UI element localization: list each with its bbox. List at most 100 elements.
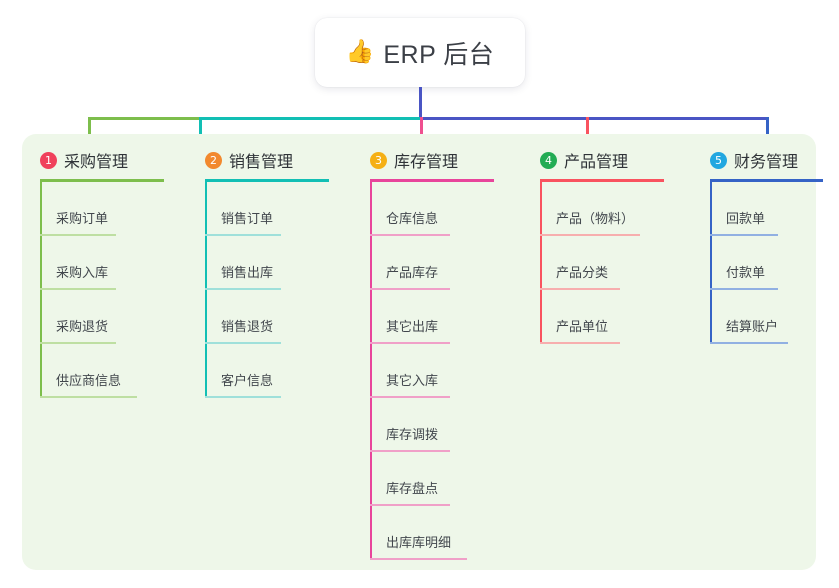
branch-item[interactable]: 其它入库 [352, 344, 507, 398]
branch-stem [370, 182, 372, 560]
branch-number-badge: 3 [370, 151, 387, 169]
bus-teal [199, 117, 421, 120]
root-node-content: 👍 ERP 后台 [346, 35, 495, 71]
branch-item-underline [370, 558, 467, 560]
branch-column-product: 4 产品管理产品（物料） 产品分类产品单位 [522, 145, 677, 344]
branch-column-finance: 5 财务管理回款单付款单结算账户 [692, 145, 823, 344]
branch-item-underline [370, 342, 450, 344]
branch-title: 销售管理 [229, 154, 294, 171]
branch-item[interactable]: 客户信息 [187, 344, 337, 398]
branch-item[interactable]: 产品分类 [522, 236, 677, 290]
branch-item[interactable]: 产品单位 [522, 290, 677, 344]
branch-header-inventory[interactable]: 3 库存管理 [352, 145, 507, 175]
branch-item[interactable]: 采购订单 [22, 182, 172, 236]
branch-column-sales: 2 销售管理销售订单销售出库销售退货客户信息 [187, 145, 337, 398]
branch-items: 仓库信息产品库存其它出库其它入库库存调拨库存盘点出库库明细 [352, 182, 507, 560]
branch-item-label: 产品（物料） [556, 211, 635, 226]
branch-item[interactable]: 销售退货 [187, 290, 337, 344]
branch-underline [370, 179, 494, 182]
branch-title: 产品管理 [564, 154, 629, 171]
branch-underline [710, 179, 823, 182]
drop-finance [766, 117, 769, 145]
branch-item[interactable]: 库存盘点 [352, 452, 507, 506]
branch-item[interactable]: 出库库明细 [352, 506, 507, 560]
branch-number-badge: 5 [710, 151, 727, 169]
drop-inventory [420, 117, 423, 145]
branch-items: 销售订单销售出库销售退货客户信息 [187, 182, 337, 398]
branch-item[interactable]: 仓库信息 [352, 182, 507, 236]
branch-item-underline [540, 342, 620, 344]
branch-title: 库存管理 [394, 154, 459, 171]
branch-title: 财务管理 [734, 154, 799, 171]
branch-item-label: 销售退货 [221, 319, 274, 334]
branch-item-label: 其它出库 [386, 319, 439, 334]
branch-item[interactable]: 产品库存 [352, 236, 507, 290]
branch-item[interactable]: 其它出库 [352, 290, 507, 344]
branch-item[interactable]: 库存调拨 [352, 398, 507, 452]
branch-item-underline [205, 342, 281, 344]
drop-product [586, 117, 589, 145]
branch-item-label: 销售订单 [221, 211, 274, 226]
branch-item[interactable]: 采购入库 [22, 236, 172, 290]
branch-item[interactable]: 供应商信息 [22, 344, 172, 398]
branch-item[interactable]: 结算账户 [692, 290, 822, 344]
thumbs-up-icon: 👍 [345, 39, 375, 65]
drop-purchase [88, 117, 91, 145]
branch-header-product[interactable]: 4 产品管理 [522, 145, 677, 175]
branch-item[interactable]: 回款单 [692, 182, 822, 236]
branch-item-label: 仓库信息 [386, 211, 439, 226]
branch-item-underline [205, 234, 281, 236]
branch-item-underline [40, 342, 116, 344]
branch-number-badge: 4 [540, 151, 557, 169]
branch-item-label: 回款单 [726, 211, 766, 226]
branch-stem [40, 182, 42, 398]
branch-item[interactable]: 销售订单 [187, 182, 337, 236]
branch-item-underline [40, 234, 116, 236]
branch-item-underline [370, 396, 450, 398]
bus-indigo [420, 117, 768, 120]
branch-items: 采购订单采购入库采购退货供应商信息 [22, 182, 172, 398]
branch-underline [205, 179, 329, 182]
branch-item-underline [205, 288, 281, 290]
branches-panel [22, 134, 816, 570]
branch-item-underline [40, 396, 137, 398]
branch-underline [40, 179, 164, 182]
branch-item-underline [370, 234, 450, 236]
branch-item-label: 采购入库 [56, 265, 109, 280]
branch-item-label: 付款单 [726, 265, 766, 280]
branch-item-label: 库存盘点 [386, 481, 439, 496]
branch-number-badge: 1 [40, 151, 57, 169]
branch-stem [710, 182, 712, 344]
branch-item-underline [540, 234, 640, 236]
branch-item[interactable]: 销售出库 [187, 236, 337, 290]
bus-green [88, 117, 200, 120]
branch-item[interactable]: 付款单 [692, 236, 822, 290]
branch-item-underline [710, 342, 788, 344]
root-node-title: ERP 后台 [383, 40, 495, 69]
trunk-connector [419, 87, 422, 118]
drop-sales [199, 117, 202, 145]
branch-number-badge: 2 [205, 151, 222, 169]
branch-item-label: 出库库明细 [386, 535, 452, 550]
branch-items: 回款单付款单结算账户 [692, 182, 822, 344]
branch-underline [540, 179, 664, 182]
branch-item-label: 库存调拨 [386, 427, 439, 442]
root-node-card[interactable]: 👍 ERP 后台 [315, 18, 525, 87]
branch-header-finance[interactable]: 5 财务管理 [692, 145, 822, 175]
branch-item-label: 供应商信息 [56, 373, 122, 388]
branch-header-sales[interactable]: 2 销售管理 [187, 145, 337, 175]
branch-item-label: 产品库存 [386, 265, 439, 280]
branch-item-underline [370, 450, 450, 452]
branch-item-underline [370, 504, 450, 506]
branch-stem [205, 182, 207, 398]
branch-item-label: 其它入库 [386, 373, 439, 388]
branch-item-label: 客户信息 [221, 373, 274, 388]
branch-item-label: 结算账户 [726, 319, 779, 334]
branch-stem [540, 182, 542, 344]
branch-item-underline [370, 288, 450, 290]
branch-item[interactable]: 采购退货 [22, 290, 172, 344]
branch-item-underline [710, 234, 778, 236]
branch-item[interactable]: 产品（物料） [522, 182, 677, 236]
